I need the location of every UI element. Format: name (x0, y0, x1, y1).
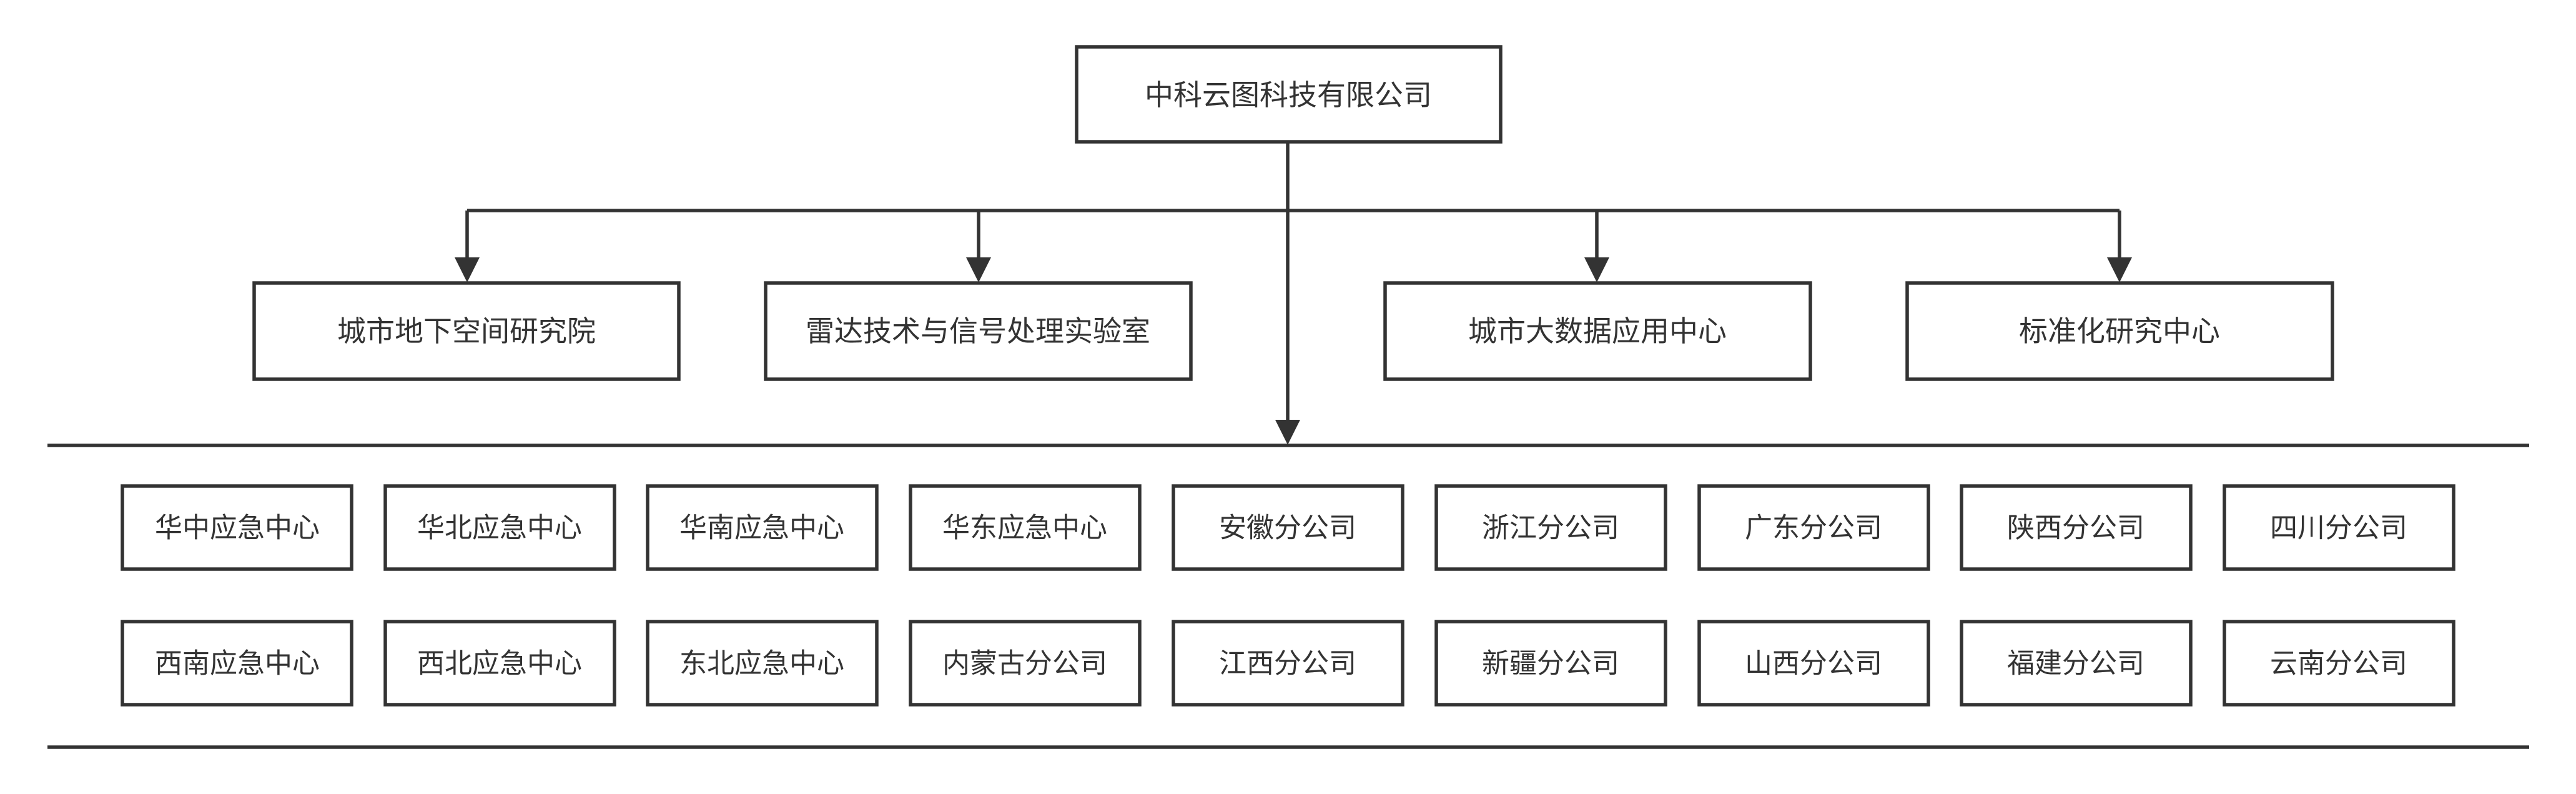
branch-node-1[interactable]: 华中应急中心 (121, 484, 353, 571)
branch-label: 内蒙古分公司 (942, 648, 1107, 680)
department-node-2[interactable]: 雷达技术与信号处理实验室 (764, 281, 1193, 381)
department-label: 城市地下空间研究院 (337, 314, 596, 348)
department-node-3[interactable]: 城市大数据应用中心 (1383, 281, 1812, 381)
branch-label: 广东分公司 (1745, 512, 1882, 544)
arrowhead-department-1 (455, 257, 480, 282)
branch-node-6[interactable]: 浙江分公司 (1434, 484, 1667, 571)
arrowhead-department-2 (966, 257, 991, 282)
branch-label: 陕西分公司 (2007, 512, 2144, 544)
branch-label: 西南应急中心 (155, 648, 320, 680)
arrowhead-department-4 (2107, 257, 2132, 282)
branch-node-12[interactable]: 东北应急中心 (646, 620, 879, 707)
branch-node-10[interactable]: 西南应急中心 (121, 620, 353, 707)
branch-node-17[interactable]: 福建分公司 (1960, 620, 2193, 707)
branch-label: 新疆分公司 (1482, 648, 1619, 680)
branch-label: 云南分公司 (2270, 648, 2407, 680)
branch-node-15[interactable]: 新疆分公司 (1434, 620, 1667, 707)
arrowhead-branch-group (1275, 420, 1300, 445)
branch-label: 浙江分公司 (1482, 512, 1619, 544)
department-node-1[interactable]: 城市地下空间研究院 (252, 281, 681, 381)
department-node-4[interactable]: 标准化研究中心 (1905, 281, 2334, 381)
branch-label: 四川分公司 (2270, 512, 2407, 544)
branch-node-5[interactable]: 安徽分公司 (1172, 484, 1404, 571)
branch-label: 华东应急中心 (942, 512, 1107, 544)
department-label: 城市大数据应用中心 (1468, 314, 1727, 348)
branch-node-3[interactable]: 华南应急中心 (646, 484, 879, 571)
branch-node-9[interactable]: 四川分公司 (2223, 484, 2455, 571)
branch-label: 安徽分公司 (1219, 512, 1356, 544)
branch-node-4[interactable]: 华东应急中心 (909, 484, 1142, 571)
arrowhead-department-3 (1584, 257, 1609, 282)
branch-node-18[interactable]: 云南分公司 (2223, 620, 2455, 707)
branch-node-16[interactable]: 山西分公司 (1697, 620, 1930, 707)
root-company-label: 中科云图科技有限公司 (1145, 78, 1432, 112)
branch-node-13[interactable]: 内蒙古分公司 (909, 620, 1142, 707)
branch-label: 华北应急中心 (417, 512, 582, 544)
branch-label: 山西分公司 (1745, 648, 1882, 680)
branch-label: 福建分公司 (2007, 648, 2144, 680)
branch-node-7[interactable]: 广东分公司 (1697, 484, 1930, 571)
department-label: 标准化研究中心 (2019, 314, 2220, 348)
department-label: 雷达技术与信号处理实验室 (806, 314, 1150, 348)
root-company-node[interactable]: 中科云图科技有限公司 (1075, 45, 1503, 144)
branch-node-14[interactable]: 江西分公司 (1172, 620, 1404, 707)
branch-label: 江西分公司 (1219, 648, 1356, 680)
branch-label: 华中应急中心 (155, 512, 320, 544)
branch-label: 西北应急中心 (417, 648, 582, 680)
branch-label: 东北应急中心 (679, 648, 844, 680)
branch-node-2[interactable]: 华北应急中心 (383, 484, 616, 571)
branch-label: 华南应急中心 (679, 512, 844, 544)
branch-node-11[interactable]: 西北应急中心 (383, 620, 616, 707)
branch-node-8[interactable]: 陕西分公司 (1960, 484, 2193, 571)
